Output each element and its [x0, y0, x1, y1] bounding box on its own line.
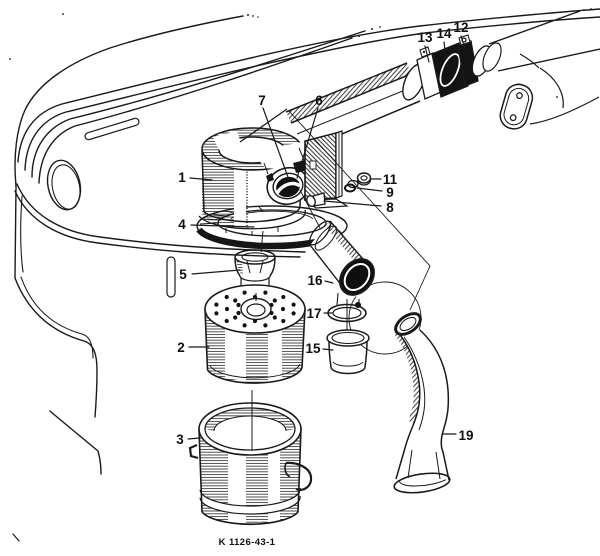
callout-11: 11 — [383, 172, 398, 187]
hose-and-clamps — [416, 10, 600, 130]
sleeve — [326, 329, 370, 375]
callout-1: 1 — [178, 170, 186, 185]
part-labels: 1 4 5 2 3 7 6 11 9 8 13 14 12 16 17 15 1… — [176, 20, 473, 447]
callout-19: 19 — [458, 428, 473, 443]
callout-4: 4 — [178, 217, 186, 232]
nut-11 — [356, 172, 372, 186]
body-slot — [166, 256, 176, 298]
elbow-connector — [308, 220, 376, 306]
assembly-axis-lines — [251, 230, 264, 451]
callout-15: 15 — [305, 341, 321, 356]
fender-oval-hole — [46, 159, 82, 211]
tractor-body-outline — [9, 8, 600, 542]
bolt-8 — [306, 192, 326, 208]
intake-duct — [285, 62, 426, 153]
callout-8: 8 — [386, 200, 394, 215]
mounting-bracket — [239, 108, 372, 209]
fender-slot — [84, 117, 140, 141]
callout-13: 13 — [417, 30, 433, 45]
callout-16: 16 — [307, 273, 323, 288]
callout-9: 9 — [386, 185, 394, 200]
callout-17: 17 — [306, 306, 321, 321]
callout-3: 3 — [176, 432, 184, 447]
engine-body-sketch — [519, 53, 600, 125]
intake-pipe — [393, 312, 451, 494]
oil-container — [188, 402, 313, 526]
callout-7: 7 — [258, 93, 266, 108]
leader-lines — [187, 35, 467, 440]
washer-9 — [344, 179, 359, 193]
mounting-flange — [499, 83, 534, 130]
hose-14 — [431, 42, 469, 98]
filter-element — [204, 284, 306, 384]
container-clips — [188, 443, 313, 491]
callout-5: 5 — [179, 267, 187, 282]
pipe-mouth — [394, 312, 422, 336]
callout-2: 2 — [177, 340, 185, 355]
figure-code: K 1126-43-1 — [219, 537, 276, 548]
callout-6: 6 — [315, 93, 323, 108]
callout-12: 12 — [453, 20, 468, 35]
callout-14: 14 — [436, 26, 452, 41]
air-pipe-end — [471, 10, 600, 77]
